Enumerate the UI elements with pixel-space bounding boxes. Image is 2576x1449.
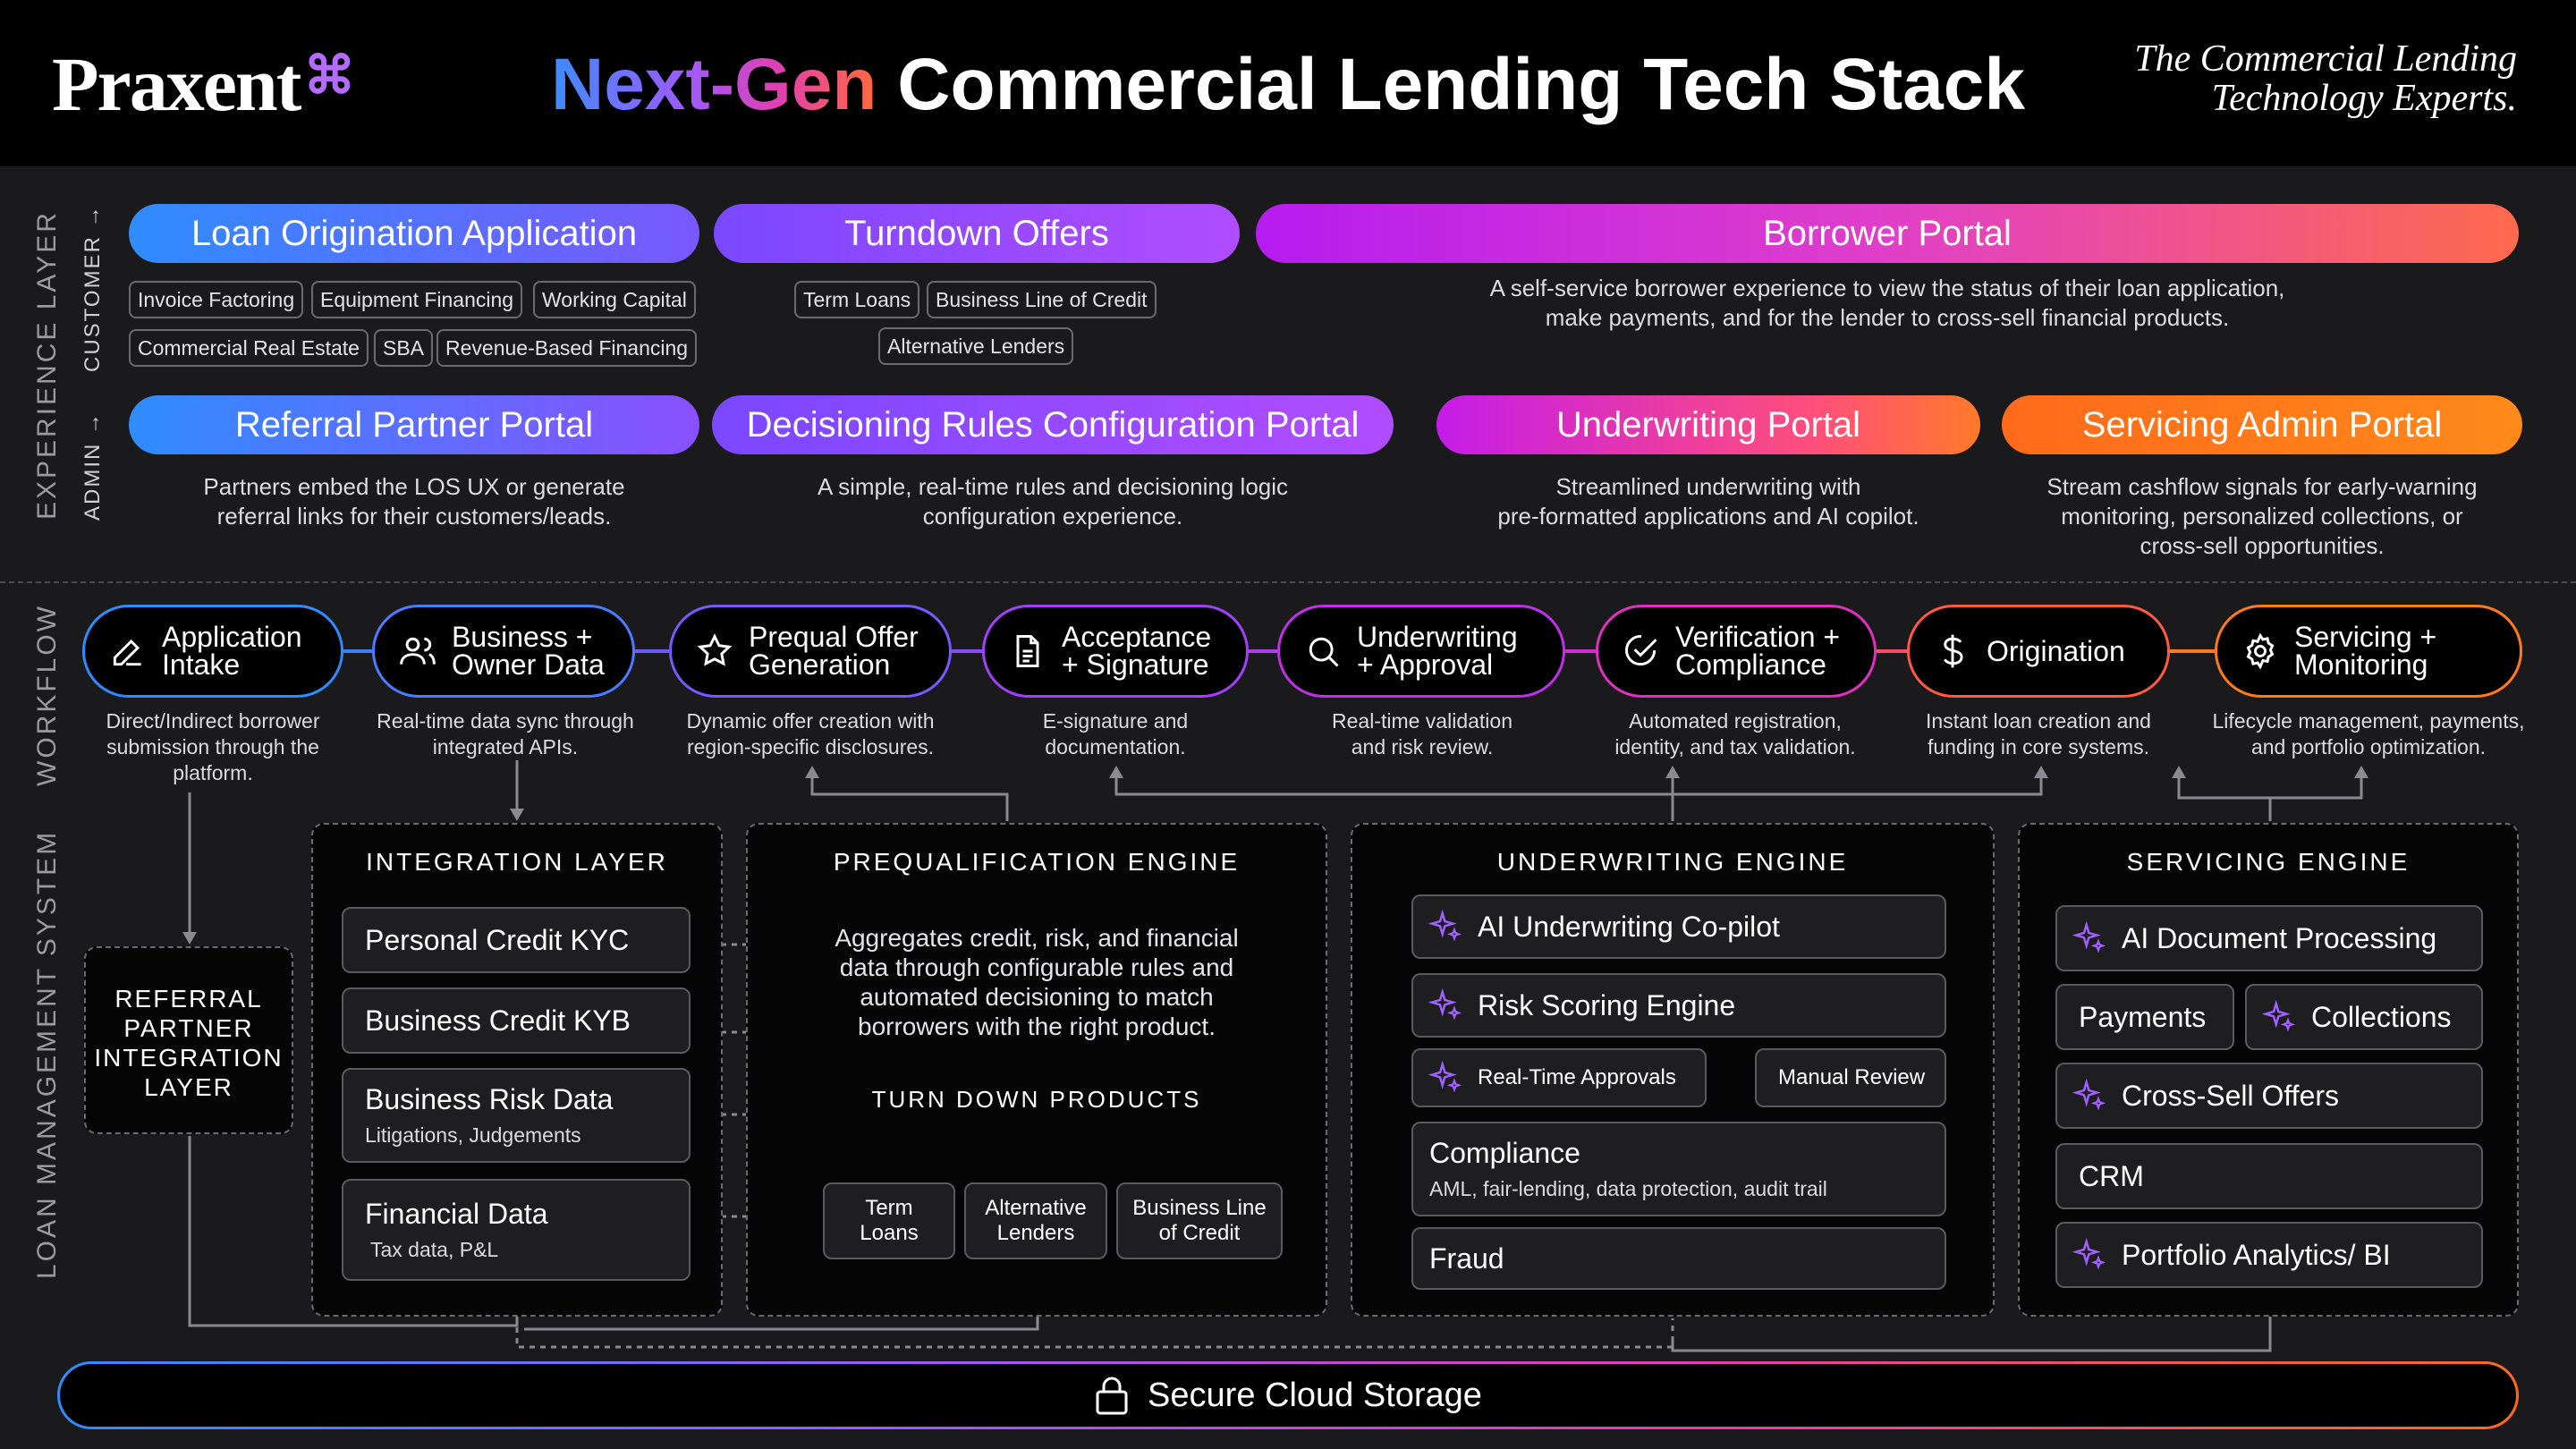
sparkle-icon <box>1428 909 1462 942</box>
praxent-logo: Praxent⌘ <box>52 41 355 127</box>
collections[interactable]: Collections <box>2245 984 2483 1050</box>
underwriting-engine-title: UNDERWRITING ENGINE <box>1496 848 1849 876</box>
sparkle-icon <box>2072 1237 2106 1270</box>
real-time-approvals[interactable]: Real-Time Approvals <box>1411 1048 1707 1107</box>
workflow-desc: Direct/Indirect borrower submission thro… <box>106 709 320 784</box>
workflow-connector <box>340 649 376 653</box>
workflow-connector <box>948 649 984 653</box>
loan-tag: Equipment Financing <box>311 281 523 318</box>
cross-sell-offers[interactable]: Cross-Sell Offers <box>2055 1063 2483 1129</box>
workflow-step-verification-compliance[interactable]: Verification + Compliance <box>1596 605 1877 698</box>
servicing-engine-title: SERVICING ENGINE <box>2126 848 2411 876</box>
business-credit-kyb[interactable]: Business Credit KYB <box>342 987 691 1054</box>
decisioning-portal-desc: A simple, real-time rules and decisionin… <box>817 473 1289 530</box>
star-icon <box>693 630 736 673</box>
sparkle-icon <box>1428 987 1462 1021</box>
secure-cloud-storage[interactable]: Secure Cloud Storage <box>57 1361 2519 1429</box>
loan-tag: Commercial Real Estate <box>129 329 369 367</box>
title-highlight: Next-Gen <box>550 44 877 125</box>
ai-underwriting-copilot[interactable]: AI Underwriting Co-pilot <box>1411 894 1946 959</box>
workflow-desc: Real-time data sync through integrated A… <box>377 709 634 758</box>
workflow-step-underwriting-approval[interactable]: Underwriting + Approval <box>1277 605 1565 698</box>
turndown-tag: Alternative Lenders <box>878 327 1074 365</box>
workflow-connector <box>1873 649 1909 653</box>
servicing-admin-pill[interactable]: Servicing Admin Portal <box>2002 395 2522 454</box>
workflow-step-acceptance-signature[interactable]: Acceptance + Signature <box>982 605 1249 698</box>
loan-origination-pill[interactable]: Loan Origination Application <box>129 204 699 263</box>
workflow-connector <box>2168 649 2216 653</box>
users-icon <box>396 630 439 673</box>
section-divider <box>0 581 2576 583</box>
payments[interactable]: Payments <box>2055 984 2234 1050</box>
crm[interactable]: CRM <box>2055 1143 2483 1209</box>
ai-document-processing[interactable]: AI Document Processing <box>2055 905 2483 971</box>
referral-portal-pill[interactable]: Referral Partner Portal <box>129 395 699 454</box>
workflow-step-business-owner-data[interactable]: Business + Owner Data <box>372 605 635 698</box>
sparkle-icon <box>2072 920 2106 953</box>
turndown-offers-pill[interactable]: Turndown Offers <box>714 204 1240 263</box>
turndown-tag: Term Loans <box>794 281 920 318</box>
prequal-title: PREQUALIFICATION ENGINE <box>833 848 1241 876</box>
workflow-connector <box>1562 649 1597 653</box>
header-bar <box>0 0 2576 166</box>
underwriting-portal-pill[interactable]: Underwriting Portal <box>1436 395 1980 454</box>
workflow-step-servicing-monitoring[interactable]: Servicing + Monitoring <box>2215 605 2522 698</box>
workflow-connector <box>631 649 671 653</box>
portfolio-analytics-bi[interactable]: Portfolio Analytics/ BI <box>2055 1222 2483 1288</box>
workflow-desc: E-signature and documentation. <box>1042 709 1189 758</box>
sparkle-icon <box>1428 1060 1462 1093</box>
loan-tag: Invoice Factoring <box>129 281 304 318</box>
manual-review[interactable]: Manual Review <box>1755 1048 1946 1107</box>
workflow-step-prequal-offer[interactable]: Prequal Offer Generation <box>669 605 952 698</box>
edit-icon <box>106 630 149 673</box>
dollar-icon <box>1931 630 1974 673</box>
gear-icon <box>2239 630 2282 673</box>
search-icon <box>1301 630 1344 673</box>
turn-down-title: TURN DOWN PRODUCTS <box>871 1086 1202 1113</box>
lock-icon <box>1094 1376 1130 1415</box>
loan-tag: Revenue-Based Financing <box>436 329 698 367</box>
workflow-step-application-intake[interactable]: Application Intake <box>82 605 343 698</box>
personal-credit-kyc[interactable]: Personal Credit KYC <box>342 907 691 973</box>
servicing-admin-desc: Stream cashflow signals for early-warnin… <box>2046 473 2478 559</box>
logo-mark-icon: ⌘ <box>303 47 355 105</box>
workflow-desc: Lifecycle management, payments, and port… <box>2212 709 2525 758</box>
workflow-desc: Real-time validation and risk review. <box>1332 709 1513 758</box>
referral-integration-layer: REFERRAL PARTNER INTEGRATION LAYER <box>84 946 293 1134</box>
risk-scoring-engine[interactable]: Risk Scoring Engine <box>1411 973 1946 1038</box>
workflow-connector <box>1245 649 1281 653</box>
borrower-portal-desc: A self-service borrower experience to vi… <box>1489 275 2285 331</box>
integration-layer-title: INTEGRATION LAYER <box>366 848 668 876</box>
workflow-step-origination[interactable]: Origination <box>1907 605 2170 698</box>
fraud[interactable]: Fraud <box>1411 1227 1946 1290</box>
borrower-portal-pill[interactable]: Borrower Portal <box>1256 204 2519 263</box>
sparkle-icon <box>2072 1078 2106 1111</box>
check-circle-icon <box>1620 630 1663 673</box>
title-rest: Commercial Lending Tech Stack <box>877 44 2025 125</box>
decisioning-portal-pill[interactable]: Decisioning Rules Configuration Portal <box>712 395 1394 454</box>
sparkle-icon <box>2261 999 2296 1032</box>
page-title: Next-Gen Commercial Lending Tech Stack <box>0 43 2576 127</box>
document-icon <box>1006 630 1049 673</box>
turndown-tag: Business Line of Credit <box>927 281 1157 318</box>
loan-tag: SBA <box>374 329 434 367</box>
workflow-desc: Dynamic offer creation with region-speci… <box>686 709 935 758</box>
loan-tag: Working Capital <box>533 281 696 318</box>
workflow-desc: Automated registration, identity, and ta… <box>1614 709 1856 758</box>
workflow-desc: Instant loan creation and funding in cor… <box>1926 709 2151 758</box>
